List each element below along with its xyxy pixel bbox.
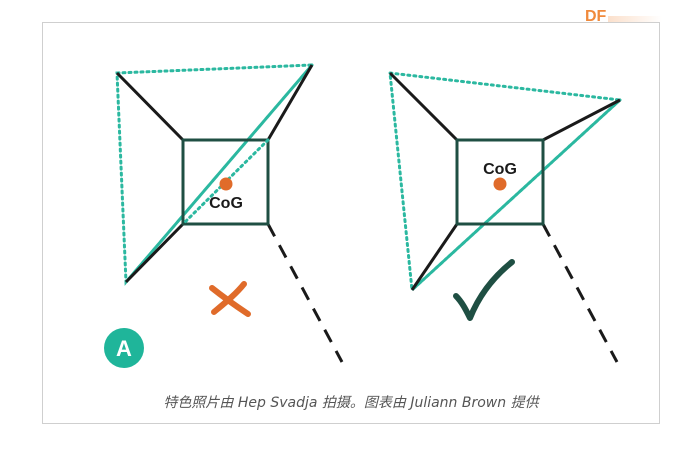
right-cog-label: CoG xyxy=(483,161,517,178)
check-icon xyxy=(453,259,515,321)
watermark-bar xyxy=(608,16,662,22)
right-arm-top-left xyxy=(388,71,459,142)
cross-icon xyxy=(209,281,251,317)
left-cog-label: CoG xyxy=(209,195,243,212)
watermark-logo: DF xyxy=(585,8,607,25)
left-dotted-diagonal xyxy=(124,63,314,284)
badge-a: A xyxy=(104,328,144,368)
left-arm-top-left xyxy=(115,71,185,142)
right-arm-top-right xyxy=(542,98,621,142)
left-arm-top-right xyxy=(266,64,314,141)
badge-label: A xyxy=(116,336,132,361)
left-arm-bottom-right-dashed xyxy=(266,223,344,363)
right-cog-dot xyxy=(493,177,507,191)
left-center-box xyxy=(181,138,270,226)
figure-caption: 特色照片由 Hep Svadja 拍摄。图表由 Juliann Brown 提供 xyxy=(163,395,539,411)
left-arm-bottom-left xyxy=(124,222,185,284)
left-panel: CoG A xyxy=(104,63,344,368)
right-arm-bottom-left xyxy=(410,223,459,291)
left-cog-dot xyxy=(219,177,233,191)
right-dotted-diagonal xyxy=(410,98,622,292)
right-arm-bottom-right-dashed xyxy=(541,223,619,363)
right-panel: CoG xyxy=(388,71,624,363)
right-center-box xyxy=(455,138,545,226)
figure-frame xyxy=(42,22,660,424)
